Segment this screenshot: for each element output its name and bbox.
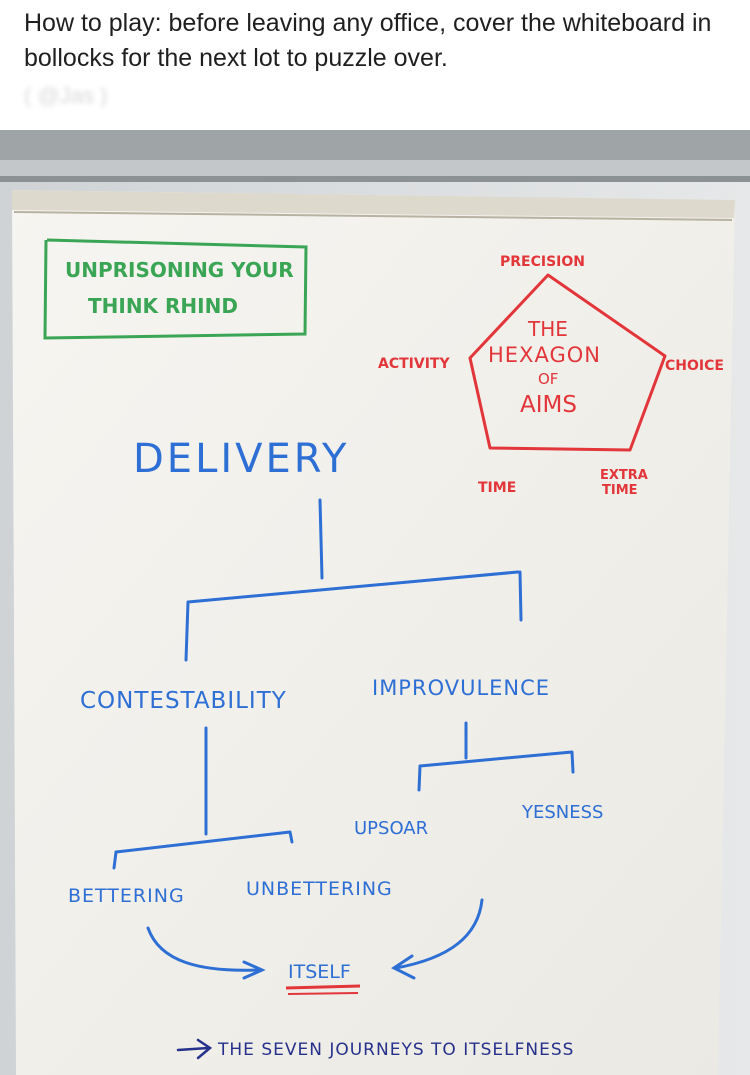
whiteboard-photo: UNPRISONING YOUR THINK RHIND PRECISION A… — [0, 130, 750, 1075]
delivery-tree: DELIVERY CONTESTABILITY IMPROVULENCE UPS… — [68, 436, 603, 995]
tree-contestability: CONTESTABILITY — [80, 688, 287, 714]
tree-bettering: BETTERING — [68, 885, 185, 907]
caption-credit: ( @Jas ) — [24, 83, 108, 108]
post-caption: How to play: before leaving any office, … — [24, 6, 724, 126]
hexagon-title-of: OF — [538, 370, 558, 388]
boxed-title: UNPRISONING YOUR THINK RHIND — [43, 238, 308, 340]
flipchart-sheet — [12, 190, 735, 1075]
tree-itself: ITSELF — [288, 961, 351, 983]
boxed-title-line-2: THINK RHIND — [88, 294, 238, 318]
vertex-choice: CHOICE — [665, 358, 724, 374]
tree-unbettering: UNBETTERING — [246, 878, 393, 900]
vertex-extra: EXTRA — [600, 468, 648, 483]
board-rail — [0, 130, 750, 160]
tree-root-delivery: DELIVERY — [133, 436, 349, 482]
hexagon-title-the: THE — [527, 317, 568, 341]
boxed-title-line-1: UNPRISONING YOUR — [65, 258, 294, 282]
tree-improvulence: IMPROVULENCE — [372, 676, 550, 700]
tree-yesness: YESNESS — [521, 802, 603, 823]
vertex-activity: ACTIVITY — [378, 356, 450, 372]
vertex-time: TIME — [478, 480, 516, 496]
footer-note: THE SEVEN JOURNEYS TO ITSELFNESS — [176, 1038, 574, 1060]
footer-text: THE SEVEN JOURNEYS TO ITSELFNESS — [217, 1040, 574, 1060]
vertex-extra-time: TIME — [602, 483, 638, 498]
hexagon-title-aims: AIMS — [520, 392, 577, 418]
tree-upsoar: UPSOAR — [354, 818, 428, 839]
caption-text: How to play: before leaving any office, … — [24, 9, 712, 72]
vertex-precision: PRECISION — [500, 254, 585, 270]
hexagon-of-aims: PRECISION ACTIVITY CHOICE TIME EXTRA TIM… — [378, 254, 724, 498]
hexagon-title-hexagon: HEXAGON — [488, 343, 601, 367]
